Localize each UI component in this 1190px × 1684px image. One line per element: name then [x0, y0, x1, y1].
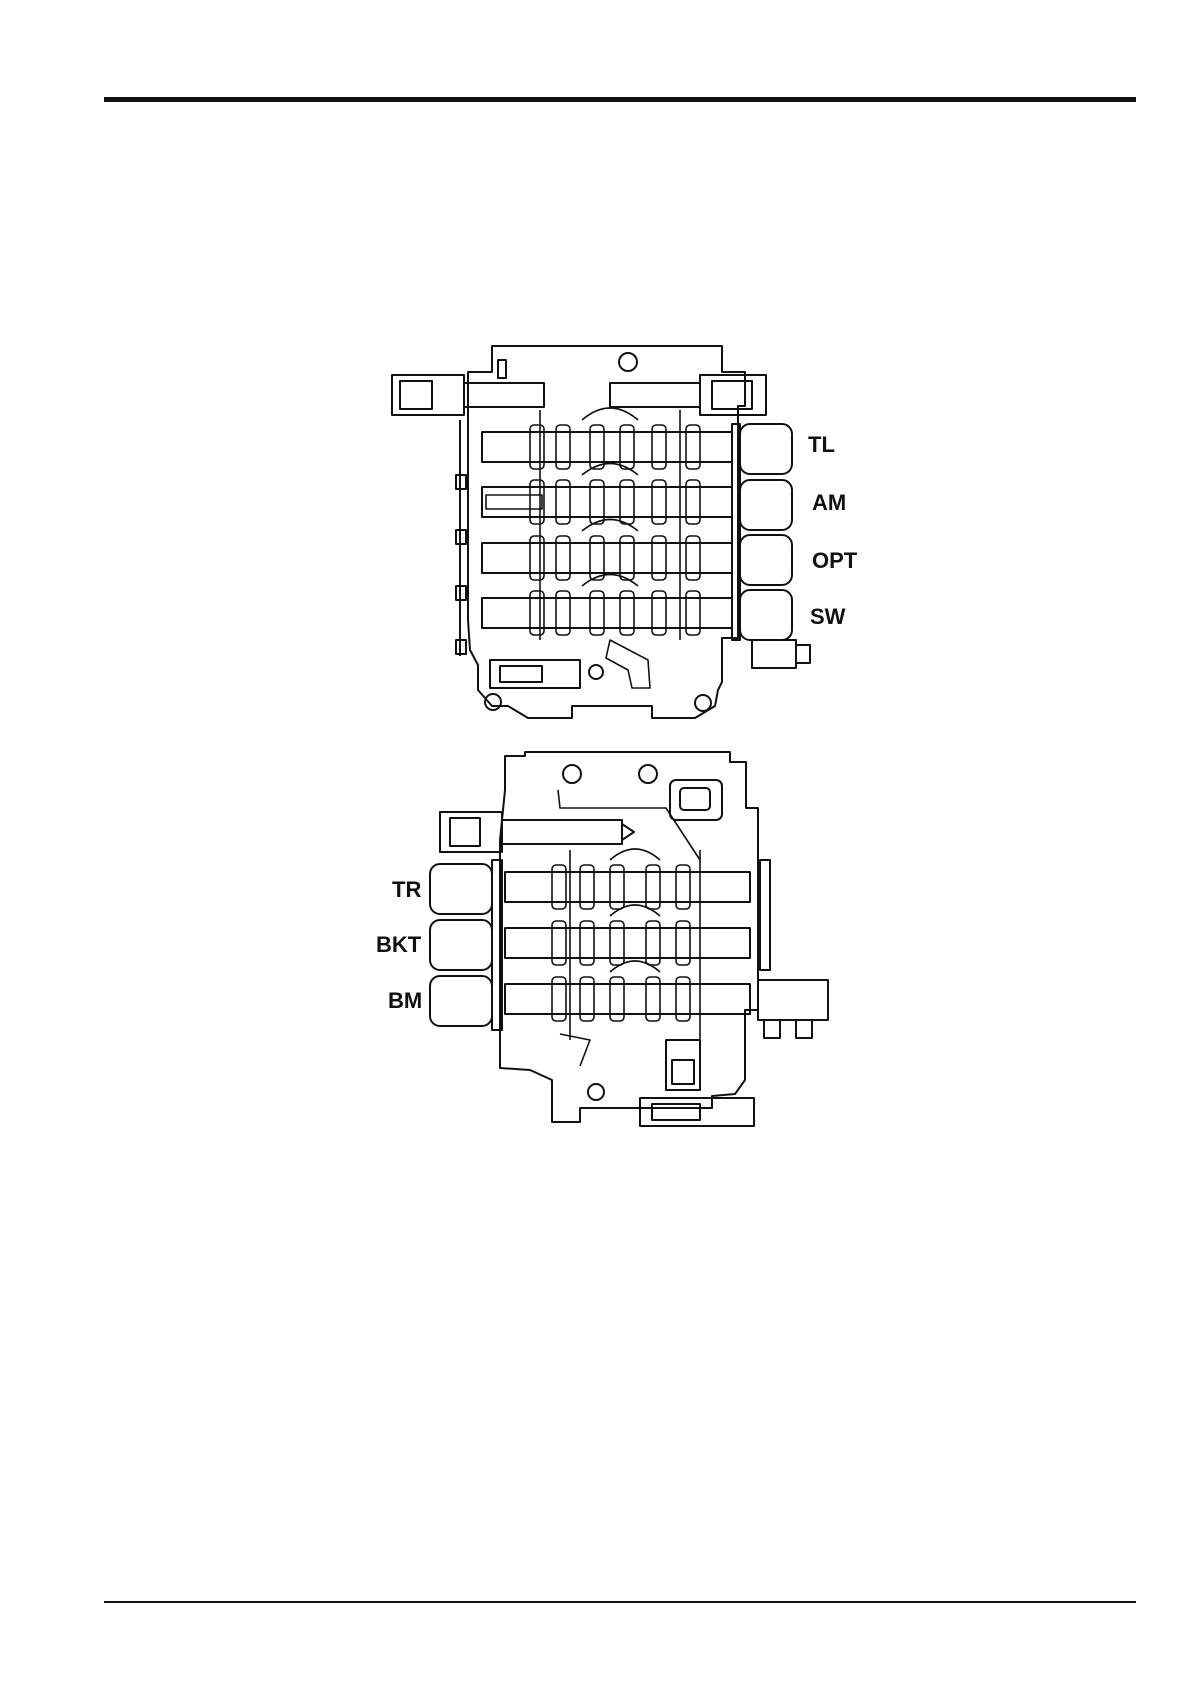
- lower-control-valve: [430, 752, 828, 1126]
- label-sw: SW: [810, 604, 846, 629]
- label-bkt: BKT: [376, 932, 422, 957]
- upper-control-valve: [392, 346, 810, 718]
- label-am: AM: [812, 490, 846, 515]
- label-tr: TR: [392, 877, 421, 902]
- label-bm: BM: [388, 988, 422, 1013]
- label-tl: TL: [808, 432, 835, 457]
- label-opt: OPT: [812, 548, 858, 573]
